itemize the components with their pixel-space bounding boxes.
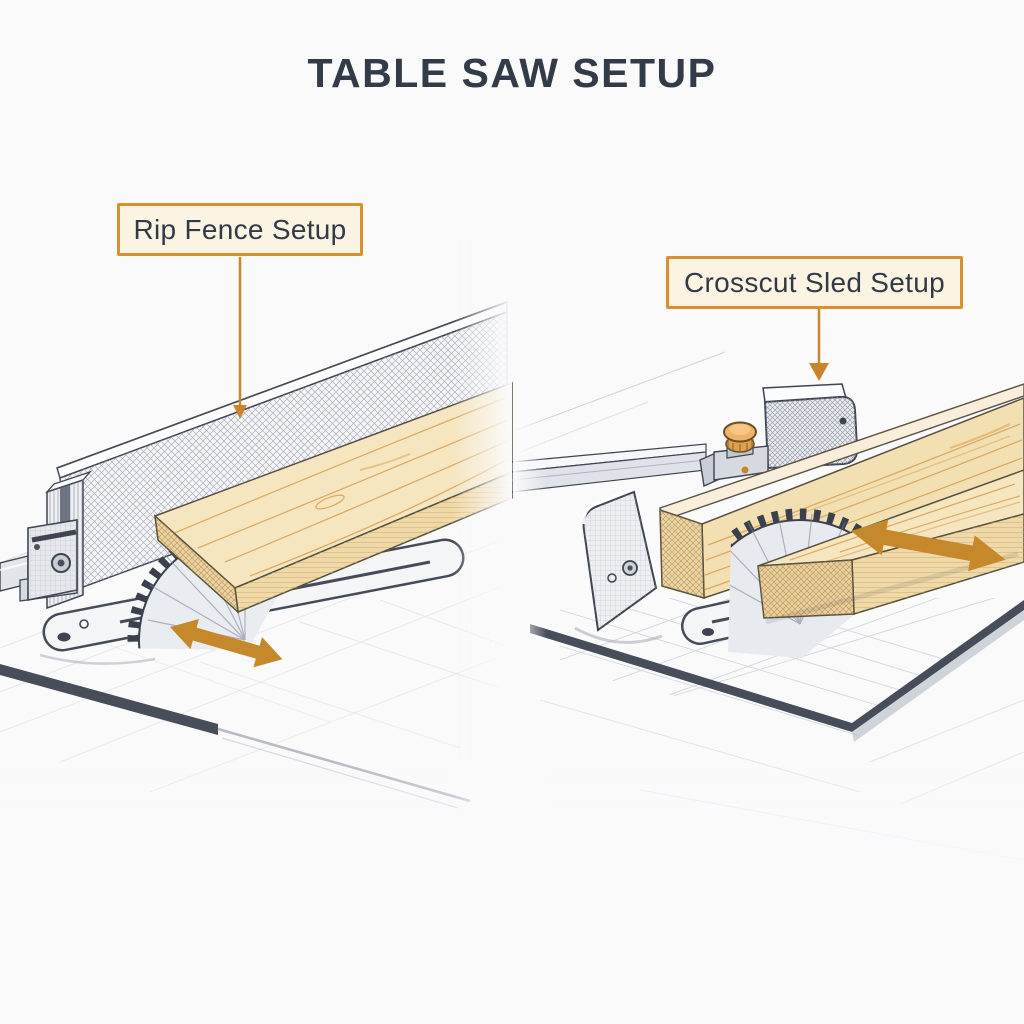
- plate-hole: [57, 632, 71, 642]
- sled-back-plate: [574, 487, 663, 644]
- page-title: TABLE SAW SETUP: [307, 50, 717, 96]
- bracket-slot: [31, 529, 77, 543]
- callout-rip-fence-label: Rip Fence Setup: [133, 213, 347, 245]
- cast-shadow-line: [39, 653, 156, 665]
- callout-crosscut-sled: Crosscut Sled Setup: [666, 256, 963, 309]
- sled-base-edges: [530, 600, 1024, 742]
- miter-gauge: [699, 383, 859, 488]
- callout-crosscut-sled-label: Crosscut Sled Setup: [684, 266, 945, 298]
- callout-rip-fence: Rip Fence Setup: [117, 203, 363, 256]
- plate-hole: [79, 619, 89, 629]
- panel-edge-fade: [513, 300, 547, 820]
- plate-hole: [702, 628, 714, 636]
- gauge-pivot: [839, 417, 847, 425]
- fence-clamp-bracket: [0, 519, 78, 602]
- workpiece-board: [153, 381, 513, 614]
- bottom-blank: [0, 888, 1024, 1024]
- callout-pointer-left: [233, 257, 247, 419]
- rip-fence-illustration: [0, 257, 513, 809]
- lock-knob: [723, 421, 757, 459]
- crosscut-sled-illustration: [511, 257, 1024, 861]
- plate-bolt: [607, 573, 617, 583]
- panel-edge-fade: [452, 240, 512, 820]
